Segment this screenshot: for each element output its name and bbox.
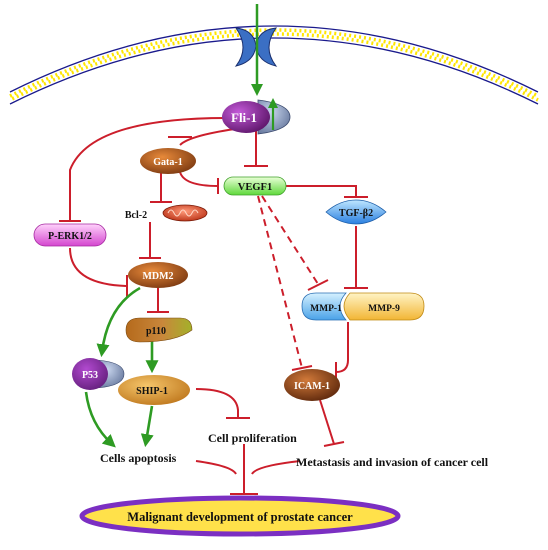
node-ship1-label: SHIP-1 [136,386,168,397]
edges [59,117,368,495]
node-vegf1[interactable]: VEGF1 [223,176,287,196]
activation-edges [84,286,159,448]
node-p53[interactable]: P53 [72,358,125,390]
edge-vegf1-mmp1-bar [307,279,329,291]
node-ship1[interactable]: SHIP-1 [118,375,190,405]
node-icam1-label: ICAM-1 [294,381,330,392]
edge-metastasis-malignant [251,460,301,475]
edge-ship1-proliferation [195,388,239,418]
node-mdm2-label: MDM2 [142,271,173,282]
node-fli1[interactable]: Fli-1 [222,98,291,135]
node-perk-label: P-ERK1/2 [48,231,92,242]
node-p110[interactable]: p110 [125,317,193,343]
cell-membrane [9,25,539,105]
outcome-malignant: Malignant development of prostate cancer [79,495,401,537]
edge-gata1-vegf1 [179,171,219,187]
edge-perk-mdm2 [69,247,127,287]
edge-icam1-metastasis-bar [323,441,345,447]
edge-icam1-metastasis [319,399,335,445]
edge-vegf1-icam1-bar [291,365,313,371]
outcome-cells-apoptosis: Cells apoptosis [100,451,177,465]
node-mmp1-label: MMP-1 [310,304,342,314]
node-p110-label: p110 [146,326,166,337]
node-tgfb2-label: TGF-β2 [339,208,373,219]
node-vegf1-label: VEGF1 [238,182,272,193]
membrane-channel-icon [234,4,278,96]
edge-mmp-icam1 [335,322,349,373]
mitochondrion-icon [162,204,208,222]
node-mmp9[interactable]: MMP-9 [343,292,425,321]
node-bcl2[interactable]: Bcl-2 [125,204,208,222]
edge-p53-apoptosis [84,391,116,448]
edge-mdm2-p53 [96,286,141,358]
node-fli1-label: Fli-1 [231,110,257,125]
node-bcl2-label: Bcl-2 [125,210,147,221]
node-gata1[interactable]: Gata-1 [140,148,196,174]
node-mdm2[interactable]: MDM2 [128,262,188,288]
node-perk[interactable]: P-ERK1/2 [33,223,107,247]
outcome-metastasis: Metastasis and invasion of cancer cell [296,455,489,469]
node-tgfb2[interactable]: TGF-β2 [325,199,387,225]
node-mmp1[interactable]: MMP-1 [301,292,347,321]
edge-vegf1-tgfb2 [286,185,357,197]
outcome-cell-proliferation: Cell proliferation [208,431,297,445]
node-p53-label: P53 [82,370,98,381]
edge-vegf1-mmp1-dashed [261,195,319,285]
edge-vegf1-icam1-dashed [257,195,303,369]
edge-fli1-perk [69,117,227,220]
outcome-malignant-label: Malignant development of prostate cancer [127,510,353,524]
node-mmp9-label: MMP-9 [368,304,400,314]
edge-apoptosis-malignant [195,460,237,475]
edge-ship1-apoptosis [140,405,154,448]
node-gata1-label: Gata-1 [153,157,182,168]
node-icam1[interactable]: ICAM-1 [284,369,340,401]
